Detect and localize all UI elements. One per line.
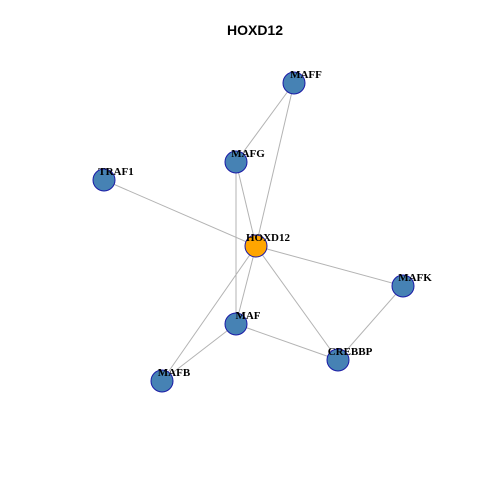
node-hoxd12: HOXD12 xyxy=(244,232,291,258)
node-circle-mafg xyxy=(224,150,248,174)
node-label-maff: MAFF xyxy=(290,69,322,81)
node-label-mafb: MAFB xyxy=(158,367,191,379)
edge-hoxd12-mafb xyxy=(161,245,257,382)
node-traf1: TRAF1 xyxy=(92,166,134,192)
edge-hoxd12-mafk xyxy=(255,245,404,287)
node-label-maf: MAF xyxy=(235,310,260,322)
node-label-hoxd12: HOXD12 xyxy=(246,232,291,244)
node-label-traf1: TRAF1 xyxy=(98,166,133,178)
node-circle-traf1 xyxy=(92,168,116,192)
edge-mafg-hoxd12 xyxy=(235,161,257,247)
node-maf: MAF xyxy=(224,310,261,336)
edge-hoxd12-maf xyxy=(235,245,257,325)
node-circle-crebbp xyxy=(326,348,350,372)
graph-title: HOXD12 xyxy=(227,22,283,38)
edge-maff-mafg xyxy=(235,82,295,163)
node-label-mafk: MAFK xyxy=(398,272,432,284)
node-mafb: MAFB xyxy=(150,367,191,393)
node-maff: MAFF xyxy=(282,69,322,95)
edge-hoxd12-crebbp xyxy=(255,245,339,361)
edge-maff-hoxd12 xyxy=(255,82,295,247)
node-label-crebbp: CREBBP xyxy=(328,346,373,358)
edge-maf-mafb xyxy=(161,323,237,382)
edge-traf1-hoxd12 xyxy=(103,179,257,247)
edge-layer xyxy=(103,82,404,382)
node-mafk: MAFK xyxy=(391,272,432,298)
node-circle-maff xyxy=(282,71,306,95)
edge-mafk-crebbp xyxy=(337,285,404,361)
node-crebbp: CREBBP xyxy=(326,346,373,372)
node-circle-maf xyxy=(224,312,248,336)
node-circle-mafk xyxy=(391,274,415,298)
node-circle-hoxd12 xyxy=(244,234,268,258)
node-label-mafg: MAFG xyxy=(231,148,265,160)
node-mafg: MAFG xyxy=(224,148,265,174)
edge-maf-crebbp xyxy=(235,323,339,361)
node-circle-mafb xyxy=(150,369,174,393)
